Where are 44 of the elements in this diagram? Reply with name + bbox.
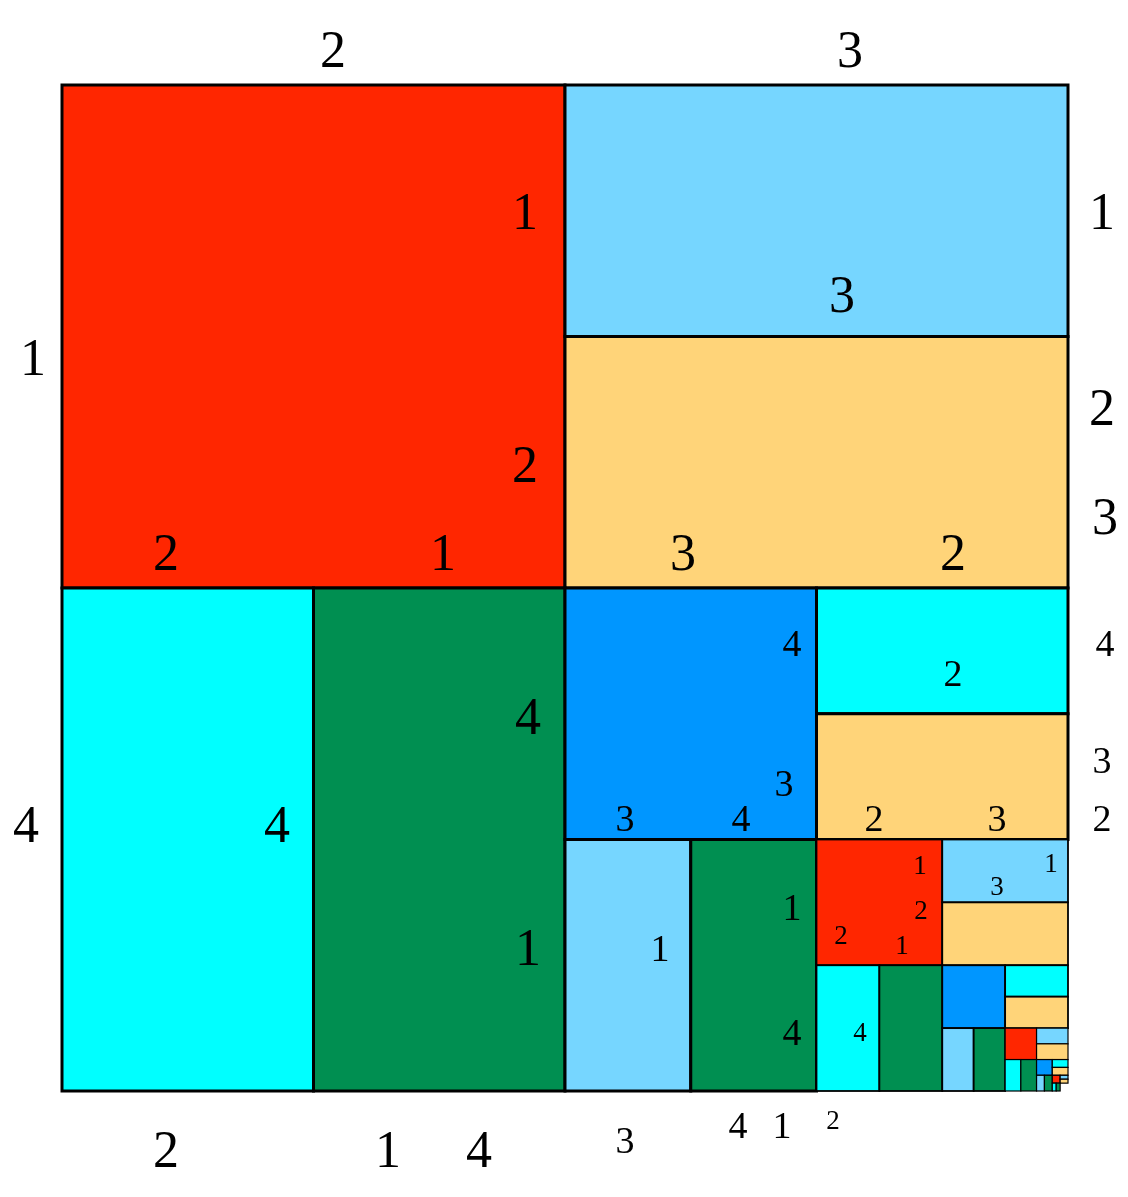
number-label: 2 [826,1106,840,1134]
number-label: 3 [615,1121,635,1159]
number-label: 4 [782,624,802,662]
number-label: 4 [466,1124,492,1176]
number-label: 1 [772,1106,792,1144]
number-label: 4 [728,1106,748,1144]
number-label: 1 [20,332,46,384]
number-label: 2 [943,654,963,692]
number-label: 2 [914,896,928,924]
number-label: 3 [829,269,855,321]
number-label: 2 [153,527,179,579]
number-label: 3 [615,799,635,837]
number-label: 1 [782,888,802,926]
number-label: 4 [264,799,290,851]
number-label: 3 [990,872,1004,900]
number-label: 2 [834,921,848,949]
number-label: 1 [375,1124,401,1176]
number-label: 1 [512,186,538,238]
number-label: 2 [940,527,966,579]
number-label: 1 [895,931,909,959]
number-label: 1 [515,922,541,974]
number-label: 1 [1044,849,1058,877]
number-label: 4 [1095,624,1115,662]
number-label: 4 [13,799,39,851]
number-label: 3 [1092,741,1112,779]
number-label: 2 [1089,382,1115,434]
number-label: 2 [864,799,884,837]
number-label: 2 [320,24,346,76]
number-label: 3 [670,527,696,579]
number-label: 1 [650,929,670,967]
number-label: 3 [1092,491,1118,543]
number-label: 4 [515,691,541,743]
number-label: 4 [782,1013,802,1051]
number-label: 2 [153,1124,179,1176]
number-label: 2 [512,439,538,491]
number-label: 1 [913,851,927,879]
number-label: 2 [1092,799,1112,837]
number-label: 1 [430,527,456,579]
number-label: 3 [987,799,1007,837]
number-label: 3 [774,764,794,802]
number-label: 3 [837,24,863,76]
number-label: 4 [731,799,751,837]
number-label: 1 [1089,186,1115,238]
number-label: 4 [853,1018,867,1046]
